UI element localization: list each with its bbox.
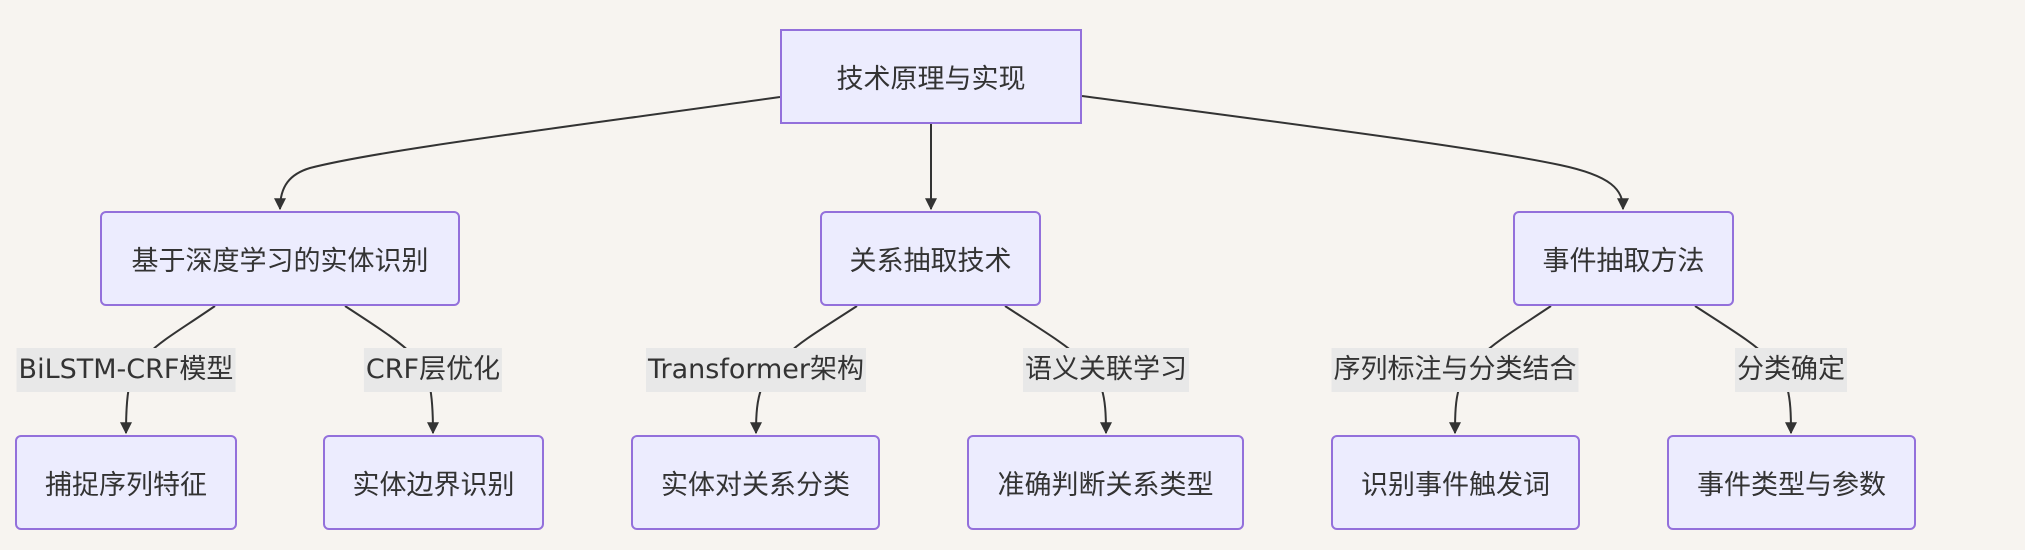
- leaf-node[interactable]: 实体边界识别: [323, 435, 544, 530]
- edge-label: 分类确定: [1735, 348, 1847, 392]
- leaf-node-label: 准确判断关系类型: [997, 470, 1214, 501]
- branch-node-label: 基于深度学习的实体识别: [131, 246, 429, 277]
- leaf-node-label: 实体边界识别: [352, 470, 515, 501]
- root-node[interactable]: 技术原理与实现: [780, 29, 1082, 124]
- edge-root-to-branch-1: [274, 96, 781, 211]
- leaf-node[interactable]: 事件类型与参数: [1667, 435, 1916, 530]
- leaf-node-label: 识别事件触发词: [1361, 470, 1550, 501]
- leaf-node-label: 实体对关系分类: [661, 470, 850, 501]
- branch-node-label: 事件抽取方法: [1542, 246, 1705, 277]
- edge-label: Transformer架构: [645, 348, 867, 392]
- edge-label: 语义关联学习: [1023, 348, 1189, 392]
- branch-node-label: 关系抽取技术: [849, 246, 1012, 277]
- edge-label: CRF层优化: [363, 348, 503, 392]
- branch-node-event-extraction[interactable]: 事件抽取方法: [1513, 211, 1734, 306]
- leaf-node[interactable]: 准确判断关系类型: [967, 435, 1244, 530]
- leaf-node[interactable]: 实体对关系分类: [631, 435, 880, 530]
- leaf-node-label: 捕捉序列特征: [45, 470, 207, 501]
- leaf-node[interactable]: 捕捉序列特征: [15, 435, 237, 530]
- edge-label: BiLSTM-CRF模型: [16, 348, 236, 392]
- edge-root-to-branch-3: [1081, 95, 1629, 211]
- edge-label: 序列标注与分类结合: [1331, 348, 1579, 392]
- branch-node-entity-recognition[interactable]: 基于深度学习的实体识别: [100, 211, 460, 306]
- leaf-node-label: 事件类型与参数: [1697, 470, 1886, 501]
- leaf-node[interactable]: 识别事件触发词: [1331, 435, 1580, 530]
- root-node-label: 技术原理与实现: [836, 64, 1026, 95]
- branch-node-relation-extraction[interactable]: 关系抽取技术: [820, 211, 1041, 306]
